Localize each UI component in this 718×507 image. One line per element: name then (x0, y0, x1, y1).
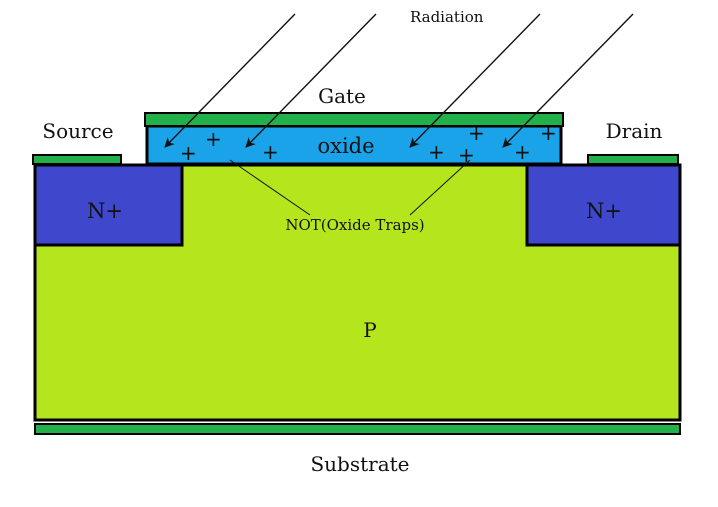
oxide-label: oxide (317, 134, 374, 158)
source-contact (32, 154, 122, 165)
radiation-arrow (502, 13, 634, 148)
substrate-label: Substrate (310, 452, 409, 476)
radiation-arrow (409, 13, 541, 148)
radiation-label: Radiation (410, 8, 484, 26)
positive-charge: + (262, 140, 279, 164)
gate-contact (144, 112, 564, 127)
radiation-arrow (245, 13, 377, 148)
n-plus-left-label: N+ (87, 199, 123, 223)
oxide-traps-label: NOT(Oxide Traps) (285, 216, 424, 234)
gate-label: Gate (318, 84, 366, 108)
n-plus-left-well (33, 163, 184, 247)
oxide-trap-pointer-right (409, 159, 471, 216)
n-plus-right-label: N+ (586, 199, 622, 223)
drain-contact (587, 154, 679, 165)
positive-charge: + (540, 121, 557, 145)
p-region-label: P (363, 318, 376, 342)
positive-charge: + (468, 121, 485, 145)
drain-label: Drain (606, 119, 663, 143)
radiation-arrow (164, 13, 296, 148)
positive-charge: + (180, 141, 197, 165)
oxide-trap-pointer-left (229, 159, 311, 216)
positive-charge: + (205, 127, 222, 151)
source-label: Source (42, 119, 113, 143)
substrate-contact (34, 423, 681, 435)
positive-charge: + (458, 143, 475, 167)
positive-charge: + (514, 140, 531, 164)
positive-charge: + (428, 140, 445, 164)
oxide-layer (145, 124, 563, 166)
